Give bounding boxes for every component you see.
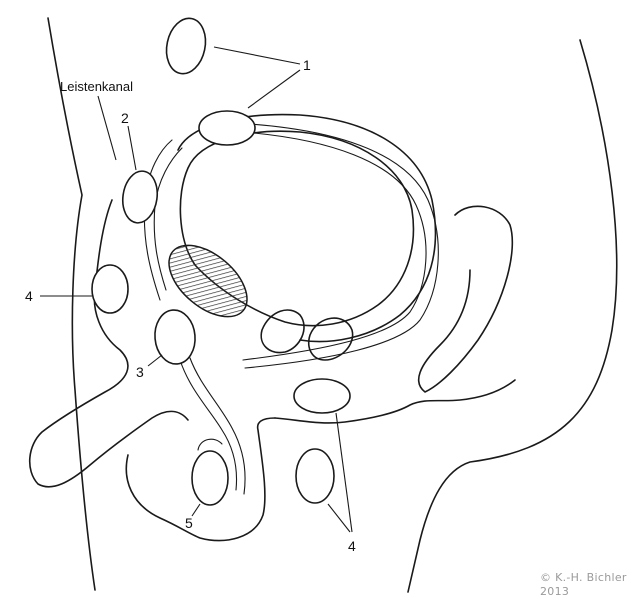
lymph-node-3 xyxy=(154,309,196,365)
leader-3 xyxy=(147,354,163,367)
label-4-bottom: 4 xyxy=(348,538,356,554)
label-1: 1 xyxy=(303,57,311,73)
body-outline-front xyxy=(47,17,96,591)
copyright-line2: 2013 xyxy=(540,585,569,598)
epididymis xyxy=(197,438,223,451)
leader-4-center xyxy=(335,412,353,533)
label-inguinal-canal: Leistenkanal xyxy=(60,79,133,94)
lymph-node-1-bladder xyxy=(198,110,256,146)
lymph-node-1-top xyxy=(165,17,207,75)
label-3: 3 xyxy=(136,364,144,380)
lymph-node-2 xyxy=(121,170,159,224)
pubic-bone-hatched xyxy=(168,244,248,318)
leader-5 xyxy=(191,503,201,517)
bladder-outer xyxy=(177,113,437,343)
vas-deferens-outer xyxy=(244,123,439,369)
spermatic-cord-a xyxy=(143,139,173,301)
leader-4-bottom xyxy=(327,503,351,533)
lymph-node-4-bottom xyxy=(295,448,335,504)
perineum-contour xyxy=(274,379,516,424)
urethra-a xyxy=(179,359,238,491)
prostate-lobe xyxy=(308,317,354,361)
leader-1-top xyxy=(213,46,301,65)
seminal-vesicle xyxy=(260,309,305,354)
leader-1-bladder xyxy=(247,69,301,109)
leader-2 xyxy=(127,125,137,171)
penis-lower-contour xyxy=(125,417,276,542)
body-outline-back xyxy=(407,39,618,593)
label-2: 2 xyxy=(121,110,129,126)
testis-5 xyxy=(191,450,229,506)
copyright-line1: © K.-H. Bichler xyxy=(540,571,627,584)
rectum-outline xyxy=(417,205,514,393)
label-4-left: 4 xyxy=(25,288,33,304)
vas-deferens-inner xyxy=(242,132,427,361)
lymph-node-4-left xyxy=(91,264,129,314)
lymph-node-4-center xyxy=(293,378,351,414)
label-5: 5 xyxy=(185,515,193,531)
urethra-b xyxy=(189,357,246,495)
leader-inguinal xyxy=(97,95,117,161)
